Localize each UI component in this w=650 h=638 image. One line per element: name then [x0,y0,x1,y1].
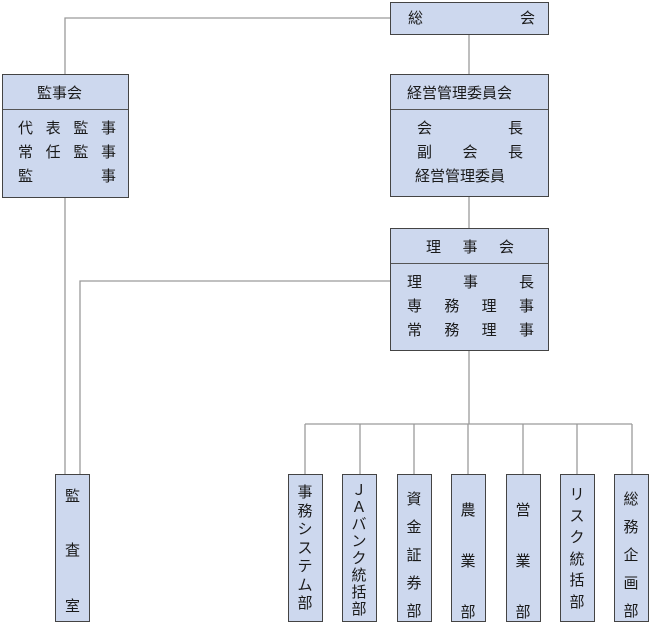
management-member-committee: 経営管理委員 [415,167,506,185]
auditors-board-title: 監事会 [37,84,83,102]
board-member-president: 理 事 長 [407,273,534,291]
audit-office-char-3: 室 [65,597,81,615]
management-member-chairman: 会 長 [417,119,523,137]
department-somu-kikaku: 総務企画部 [614,474,649,622]
board-member-senior-managing: 専 務 理 事 [407,297,534,315]
auditor-row-1: 代 表 監 事 [18,119,116,137]
auditors-board-box: 監事会 代 表 監 事 常 任 監 事 監 事 [2,74,129,198]
auditor-row-2: 常 任 監 事 [18,143,116,161]
department-nogyo: 農業部 [451,474,486,622]
general-assembly-box: 総 会 [390,2,549,35]
board-title: 理 事 会 [426,238,514,256]
department-jimu-system: 事務システム部 [288,474,323,622]
audit-office-char-1: 監 [65,487,81,505]
department-ja-bank: ＪＡバンク統括部 [342,474,377,622]
audit-office-char-2: 査 [65,541,81,559]
line-assembly-to-auditors [64,17,390,74]
board-member-managing: 常 務 理 事 [407,321,534,339]
management-member-vice-chairman: 副 会 長 [417,143,523,161]
department-eigyo: 営業部 [506,474,541,622]
department-shikin-shoken: 資金証券部 [397,474,432,622]
general-assembly-title-left: 総 [408,9,424,27]
management-committee-title: 経営管理委員会 [407,84,513,102]
management-committee-box: 経営管理委員会 会 長 副 会 長 経営管理委員 [390,74,549,197]
auditor-row-3: 監 事 [18,167,116,185]
general-assembly-title-right: 会 [519,9,535,27]
department-risk: リスク統括部 [560,474,595,622]
board-of-directors-box: 理 事 会 理 事 長 専 務 理 事 常 務 理 事 [390,228,549,351]
audit-office-box: 監 査 室 [55,474,90,622]
line-board-to-audit-office [79,280,390,474]
connector-lines [64,17,633,474]
